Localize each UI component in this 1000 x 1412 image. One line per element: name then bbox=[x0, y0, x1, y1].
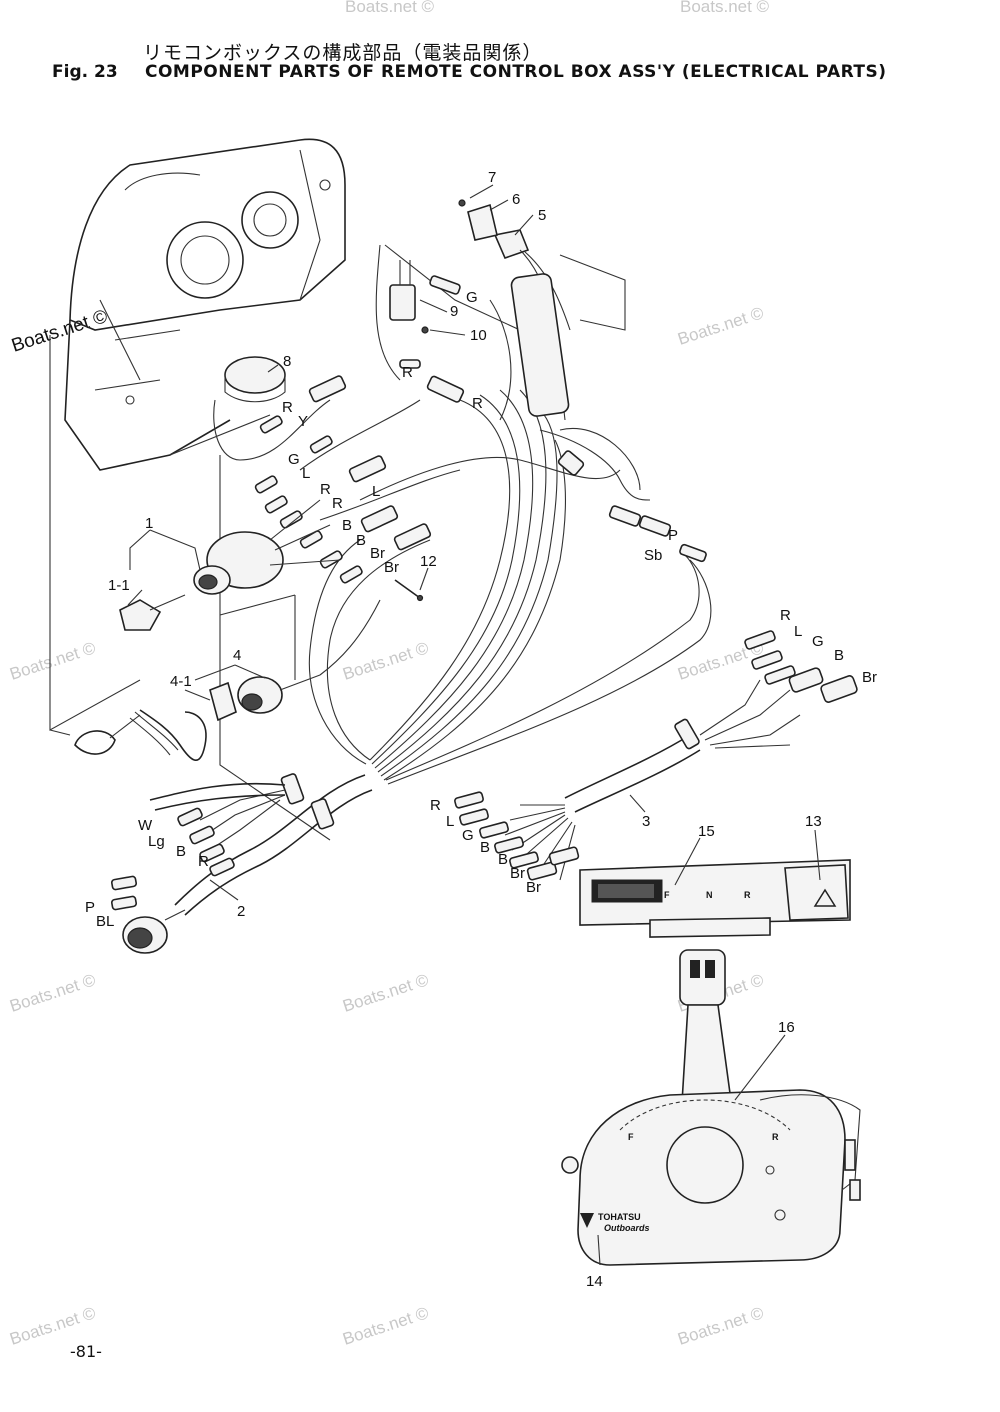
wire-label-left-p: P bbox=[85, 899, 95, 916]
wire-label-right-r: R bbox=[780, 607, 791, 624]
wire-label-center-br2: Br bbox=[526, 879, 541, 896]
connectors bbox=[254, 275, 707, 584]
figure-title: COMPONENT PARTS OF REMOTE CONTROL BOX AS… bbox=[145, 62, 887, 82]
wire-label-left-w: W bbox=[138, 817, 153, 834]
part-label-15: 15 bbox=[698, 823, 715, 840]
part-label-8: 8 bbox=[283, 353, 291, 370]
part-label-6: 6 bbox=[512, 191, 520, 208]
wire-label-mid-b: B bbox=[342, 517, 352, 534]
part-9-relay bbox=[389, 260, 416, 321]
part-label-4: 4 bbox=[233, 647, 241, 664]
leader-lines bbox=[127, 184, 821, 1266]
control-box-housing bbox=[64, 138, 346, 471]
part-label-16: 16 bbox=[778, 1019, 795, 1036]
wire-label-mid-r: R bbox=[472, 395, 483, 412]
wire-label-center-b: B bbox=[480, 839, 490, 856]
wire-label-mid-g: G bbox=[288, 451, 300, 468]
wire-label-center-br: Br bbox=[510, 865, 525, 882]
part-label-4-1: 4-1 bbox=[170, 673, 192, 690]
lever-label-r: R bbox=[772, 1132, 779, 1142]
watermark-center-low: Boats.net © bbox=[340, 970, 431, 1016]
part-14-remote-body: F R TOHATSU Outboards bbox=[561, 1089, 861, 1266]
part-3-harness bbox=[454, 630, 858, 881]
watermark-main: Boats.net © bbox=[9, 306, 110, 357]
wire-label-left-r: R bbox=[198, 853, 209, 870]
wire-label-right-l: L bbox=[794, 623, 802, 640]
wire-label-left-b: B bbox=[176, 843, 186, 860]
wire-label-mid-l2: L bbox=[372, 483, 380, 500]
wire-label-mid-l: L bbox=[302, 465, 310, 482]
brand-logo: TOHATSU bbox=[598, 1212, 641, 1222]
part-1-1-key bbox=[119, 594, 186, 631]
part-label-10: 10 bbox=[470, 327, 487, 344]
shift-label-f: F bbox=[664, 890, 670, 900]
watermark-left-mid: Boats.net © bbox=[7, 638, 98, 684]
brand-sub: Outboards bbox=[604, 1223, 650, 1233]
part-4-1-lanyard bbox=[74, 709, 207, 761]
figure-number: Fig. 23 bbox=[52, 62, 118, 82]
part-label-5: 5 bbox=[538, 207, 546, 224]
part-13-warning-button bbox=[784, 864, 849, 921]
wire-label-mid-br2: Br bbox=[384, 559, 399, 576]
wire-label-center-l: L bbox=[446, 813, 454, 830]
part-1-main-switch bbox=[193, 499, 341, 595]
wire-label-center-b2: B bbox=[498, 851, 508, 868]
part-label-9: 9 bbox=[450, 303, 458, 320]
wire-label-center-r: R bbox=[430, 797, 441, 814]
part-12-clip bbox=[394, 579, 424, 602]
wire-label-top-r: R bbox=[402, 364, 413, 381]
part-5-switch bbox=[493, 229, 626, 421]
part-label-12: 12 bbox=[420, 553, 437, 570]
part-label-1: 1 bbox=[145, 515, 153, 532]
part-4-stop-switch bbox=[209, 599, 381, 722]
shift-label-n: N bbox=[706, 890, 713, 900]
watermark-center-mid: Boats.net © bbox=[340, 638, 431, 684]
watermark-top-right: Boats.net © bbox=[680, 0, 770, 16]
wire-label-center-g: G bbox=[462, 827, 474, 844]
watermark-left-low: Boats.net © bbox=[7, 970, 98, 1016]
wire-label-left-bl: BL bbox=[96, 913, 114, 930]
watermark-right-upper: Boats.net © bbox=[675, 303, 766, 349]
part-7-screw bbox=[458, 199, 466, 207]
watermark-center-bottom: Boats.net © bbox=[340, 1303, 431, 1349]
wire-label-mid-r3: R bbox=[332, 495, 343, 512]
wire-label-right-b: B bbox=[834, 647, 844, 664]
part-15-neutral-indicator: F N R bbox=[579, 859, 851, 938]
wire-label-upper-y: Y bbox=[298, 413, 308, 430]
shift-label-r: R bbox=[744, 890, 751, 900]
page-number: -81- bbox=[70, 1342, 102, 1361]
wire-label-mid-r2: R bbox=[320, 481, 331, 498]
wire-label-right-br: Br bbox=[862, 669, 877, 686]
wire-label-p: P bbox=[668, 527, 678, 544]
wire-label-sb: Sb bbox=[644, 547, 662, 564]
part-8-buzzer bbox=[224, 356, 286, 403]
part-label-7: 7 bbox=[488, 169, 496, 186]
part-label-13: 13 bbox=[805, 813, 822, 830]
wire-label-upper-r: R bbox=[282, 399, 293, 416]
wire-label-mid-br: Br bbox=[370, 545, 385, 562]
wire-label-right-g: G bbox=[812, 633, 824, 650]
part-label-3: 3 bbox=[642, 813, 650, 830]
wire-harness bbox=[213, 244, 712, 785]
watermark-right-bottom: Boats.net © bbox=[675, 1303, 766, 1349]
part-label-1-1: 1-1 bbox=[108, 577, 130, 594]
watermark-top-center: Boats.net © bbox=[345, 0, 435, 16]
wire-label-mid-b2: B bbox=[356, 532, 366, 549]
part-label-14: 14 bbox=[586, 1273, 603, 1290]
wire-label-left-lg: Lg bbox=[148, 833, 165, 850]
japanese-title: リモコンボックスの構成部品（電装品関係） bbox=[143, 42, 543, 64]
wire-label-top-g: G bbox=[466, 289, 478, 306]
part-2-harness bbox=[110, 773, 373, 954]
lever-label-f: F bbox=[628, 1132, 634, 1142]
part-6-bracket bbox=[467, 203, 498, 241]
part-10-screw bbox=[421, 326, 429, 334]
part-label-2: 2 bbox=[237, 903, 245, 920]
